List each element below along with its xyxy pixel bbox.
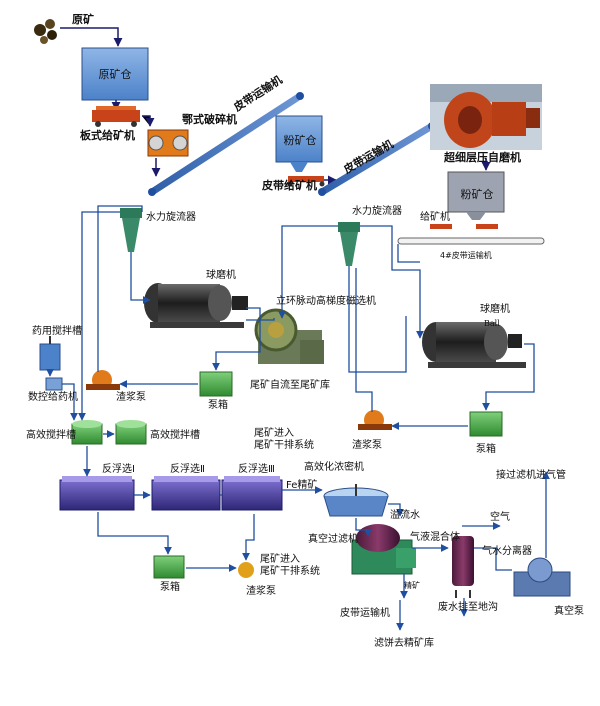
label-feeder: 给矿机 — [420, 212, 450, 223]
label-slurry-pump-1: 渣浆泵 — [116, 392, 146, 403]
pump-box-3-icon — [153, 555, 185, 579]
label-ball-sub: Ball — [484, 319, 500, 328]
plate-feeder-icon — [92, 106, 140, 127]
hydrocyclone-1-icon — [120, 208, 142, 252]
label-separator: 气水分离器 — [482, 546, 532, 557]
label-agitator-1: 高效搅拌槽 — [26, 430, 76, 441]
label-belt-conveyor-3: 皮带运输机 — [340, 608, 390, 619]
raw-ore-icon — [34, 19, 57, 44]
label-powder-bin-1: 粉矿仓 — [283, 134, 317, 147]
agitator-1-icon — [71, 420, 103, 445]
label-pump-box-3: 泵箱 — [160, 582, 180, 593]
thickener-icon — [323, 484, 389, 517]
label-nc-dosing: 数控给药机 — [28, 392, 78, 403]
label-powder-bin-2: 粉矿仓 — [460, 188, 494, 201]
powder-bin-1 — [275, 115, 323, 172]
label-reagent-tank: 药用搅拌槽 — [32, 326, 82, 337]
label-fe-concentrate: Fe精矿 — [286, 480, 318, 491]
label-belt-conveyor-4: 4#皮带运输机 — [440, 251, 492, 260]
label-ag-mill: 超细层压自磨机 — [444, 151, 521, 164]
agitator-2-icon — [115, 420, 147, 445]
label-jaw-crusher: 鄂式破碎机 — [182, 113, 237, 126]
label-vacuum-filter: 真空过滤机 — [308, 534, 358, 545]
ball-mill-2-icon — [422, 322, 526, 368]
gas-water-separator-icon — [452, 536, 474, 598]
flotation-1-icon — [59, 476, 135, 511]
label-thickener: 高效化浓密机 — [304, 462, 364, 473]
flotation-3-icon — [221, 476, 283, 511]
label-slurry-pump-2: 渣浆泵 — [352, 440, 382, 451]
label-hydrocyclone-1: 水力旋流器 — [146, 212, 196, 223]
pump-box-2-icon — [469, 411, 503, 437]
vacuum-pump-icon — [513, 557, 571, 597]
belt-conveyor-1 — [148, 92, 304, 196]
label-tailings-dry-2: 尾矿进入 尾矿干排系统 — [260, 554, 320, 577]
label-plate-feeder: 板式给矿机 — [80, 129, 135, 142]
label-flotation-3: 反浮选Ⅲ — [238, 464, 275, 475]
label-flotation-1: 反浮选Ⅰ — [102, 464, 135, 475]
label-ball-mill-2: 球磨机 — [480, 304, 510, 315]
ag-mill-image — [430, 84, 542, 150]
label-vacuum-pump: 真空泵 — [554, 606, 584, 617]
label-pump-box-2: 泵箱 — [476, 444, 496, 455]
label-magnetic-separator: 立环脉动高梯度磁选机 — [276, 296, 376, 307]
label-hydrocyclone-2: 水力旋流器 — [352, 206, 402, 217]
belt-conveyor-4 — [397, 237, 545, 245]
label-slurry-pump-3: 渣浆泵 — [246, 586, 276, 597]
label-concentrate: 精矿 — [404, 581, 420, 590]
powder-bin-2 — [447, 171, 505, 220]
label-drain: 废水排至地沟 — [438, 602, 498, 613]
raw-ore-bin — [81, 47, 149, 101]
feeder-icon — [430, 224, 498, 229]
ball-mill-1-icon — [144, 283, 248, 328]
label-agitator-2: 高效搅拌槽 — [150, 430, 200, 441]
hydrocyclone-2-icon — [338, 222, 360, 266]
label-raw-ore: 原矿 — [72, 13, 94, 26]
flotation-2-icon — [151, 476, 221, 511]
label-air: 空气 — [490, 512, 510, 523]
label-ball-mill-1: 球磨机 — [206, 270, 236, 281]
reagent-tank-icon — [39, 336, 61, 371]
label-belt-feeder: 皮带给矿机 — [262, 179, 317, 192]
nc-dosing-icon — [45, 377, 63, 391]
label-flotation-2: 反浮选Ⅱ — [170, 464, 205, 475]
slurry-pump-1-icon — [86, 370, 120, 390]
slurry-pump-2-icon — [358, 410, 392, 430]
label-overflow-water: 溢流水 — [390, 510, 420, 521]
label-to-filter-air: 接过滤机进气管 — [496, 470, 566, 481]
belt-feeder-icon — [287, 176, 325, 187]
label-tailings-to-pond: 尾矿自流至尾矿库 — [250, 380, 330, 391]
label-filter-cake: 滤饼去精矿库 — [374, 638, 434, 649]
slurry-pump-3-icon — [238, 562, 254, 578]
magnetic-separator-icon — [254, 308, 324, 364]
flow-lines — [46, 205, 550, 631]
vacuum-filter-icon — [351, 524, 416, 575]
label-gas-liquid: 气液混合体 — [410, 532, 460, 543]
label-tailings-dry-1: 尾矿进入 尾矿干排系统 — [254, 428, 314, 451]
label-raw-ore-bin: 原矿仓 — [98, 68, 132, 81]
jaw-crusher-icon — [147, 129, 189, 157]
label-pump-box-1: 泵箱 — [208, 400, 228, 411]
pump-box-1-icon — [199, 371, 233, 397]
